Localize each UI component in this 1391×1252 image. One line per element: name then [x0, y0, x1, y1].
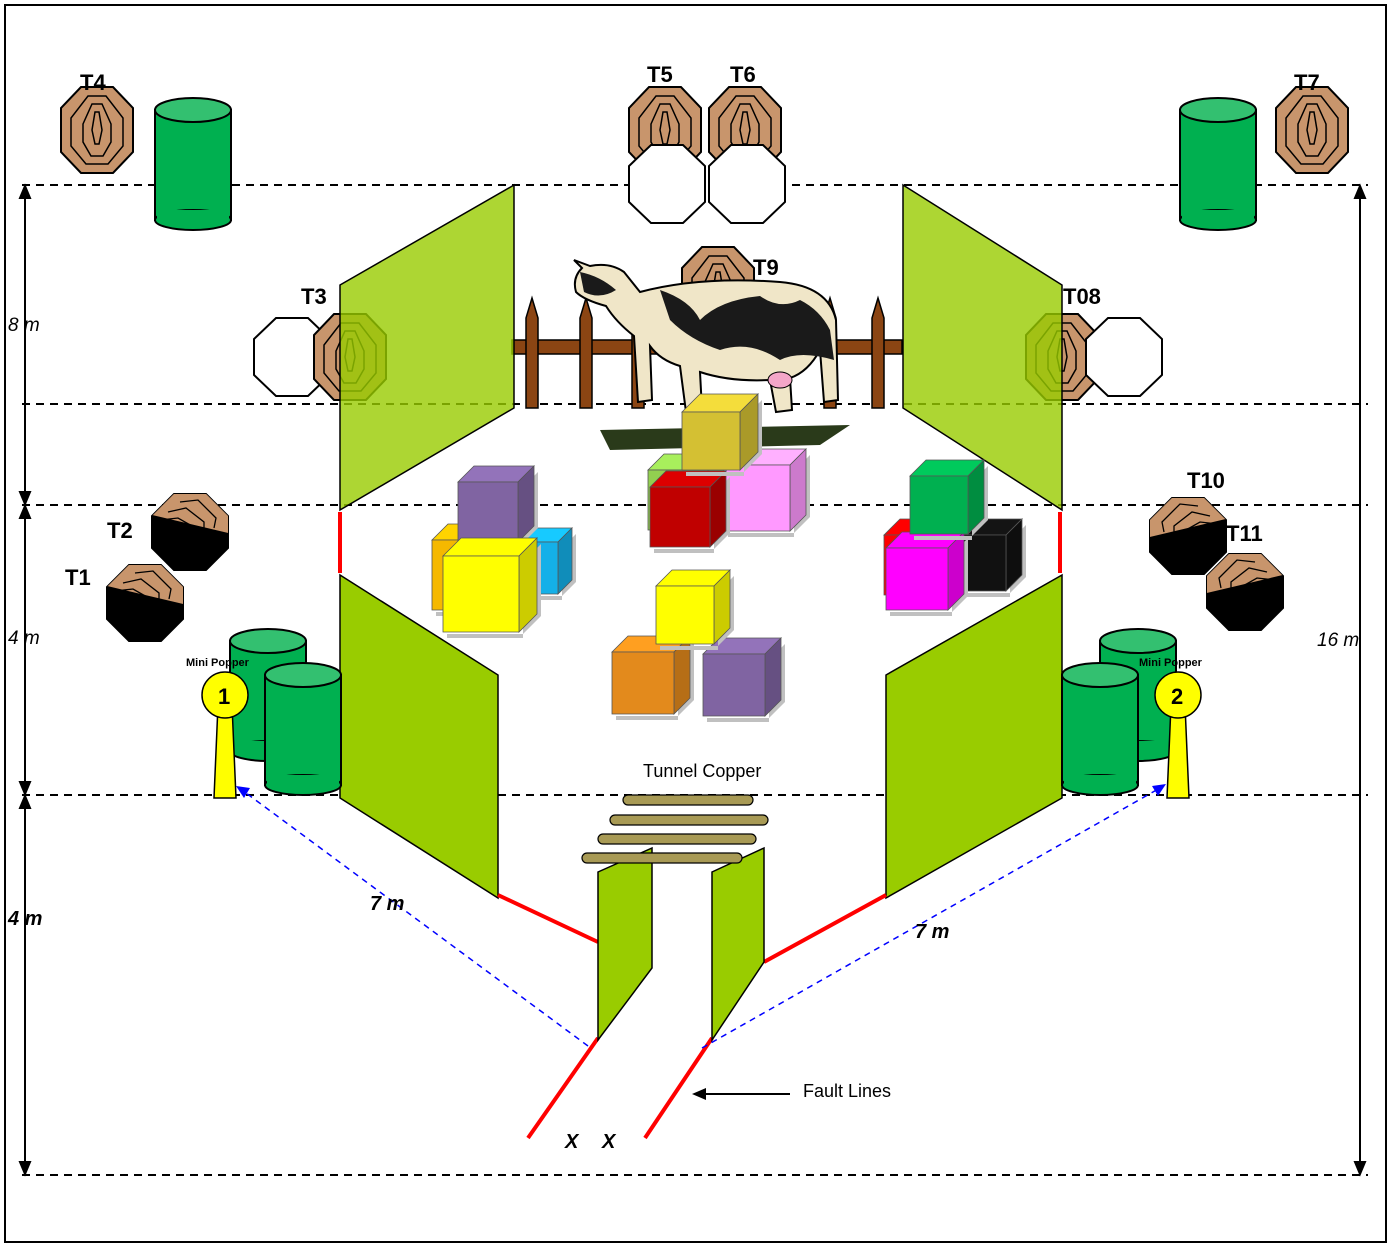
no-shoot-t08-icon: [1085, 317, 1163, 397]
barrel-icon: [154, 97, 232, 231]
label-fault-lines: Fault Lines: [803, 1081, 891, 1101]
target-t4-icon: [60, 86, 134, 174]
cube-face: [649, 486, 711, 548]
no-shoot-left-icon: [628, 144, 706, 224]
tunnel-copper: [581, 794, 769, 1043]
label-t6: T6: [730, 62, 756, 87]
cube-face: [457, 481, 519, 543]
cube-face: [909, 475, 969, 535]
label-t11: T11: [1226, 521, 1263, 546]
dim-diag-right: 7 m: [915, 921, 949, 943]
cube-props: [431, 393, 1026, 722]
label-popper-2-number: 2: [1171, 684, 1183, 709]
cube-face: [681, 411, 741, 471]
label-t1: T1: [65, 565, 91, 590]
start-mark-left: X: [564, 1131, 580, 1153]
no-shoot-right-icon: [708, 144, 786, 224]
barrel-icon: [1179, 97, 1257, 231]
dim-right-total: 16 m: [1317, 630, 1359, 651]
label-t08: T08: [1063, 284, 1101, 309]
fault-lines: [338, 512, 1062, 1140]
label-tunnel-copper: Tunnel Copper: [643, 761, 761, 781]
arrow-head: [236, 786, 250, 798]
label-t10: T10: [1187, 468, 1225, 493]
dimension-arrows: [18, 183, 1367, 1177]
label-t3: T3: [301, 284, 327, 309]
dim-diag-left: 7 m: [370, 893, 404, 915]
cube-face: [655, 585, 715, 645]
dim-left-mid: 4 m: [8, 628, 40, 649]
label-t2: T2: [107, 518, 133, 543]
distance-lines: [241, 787, 1161, 1049]
start-mark-right: X: [601, 1131, 617, 1153]
cube-face: [885, 547, 949, 611]
cube-face: [702, 653, 766, 717]
cube-face: [611, 651, 675, 715]
cube-face: [442, 555, 520, 633]
label-t9: T9: [753, 255, 779, 280]
label-popper-1-number: 1: [218, 684, 230, 709]
target-t7-icon: [1275, 86, 1349, 174]
cow-icon: [573, 259, 850, 450]
wall-upper-left: [339, 183, 515, 512]
label-mini-popper-1: Mini Popper: [186, 657, 250, 669]
dim-left-top: 8 m: [8, 315, 40, 336]
target-t2-icon: [151, 493, 229, 571]
label-mini-popper-2: Mini Popper: [1139, 657, 1203, 669]
barrel-icon: [264, 662, 342, 796]
mini-popper-2-icon: [1154, 671, 1202, 799]
target-t10-icon: [1149, 497, 1227, 575]
label-t5: T5: [647, 62, 673, 87]
barrel-icon: [1061, 662, 1139, 796]
outer-border: [4, 4, 1387, 1243]
wall-lower-right: [885, 573, 1063, 900]
fault-lines-arrow: [692, 1088, 790, 1100]
wall-upper-right: [902, 183, 1063, 512]
dim-left-bottom: 4 m: [7, 908, 42, 930]
label-t7: T7: [1294, 70, 1320, 95]
target-t1-icon: [106, 564, 184, 642]
target-t11-icon: [1206, 553, 1284, 631]
mini-popper-1-icon: [201, 671, 249, 799]
arrow-head: [1152, 784, 1166, 796]
label-t4: T4: [80, 70, 106, 95]
